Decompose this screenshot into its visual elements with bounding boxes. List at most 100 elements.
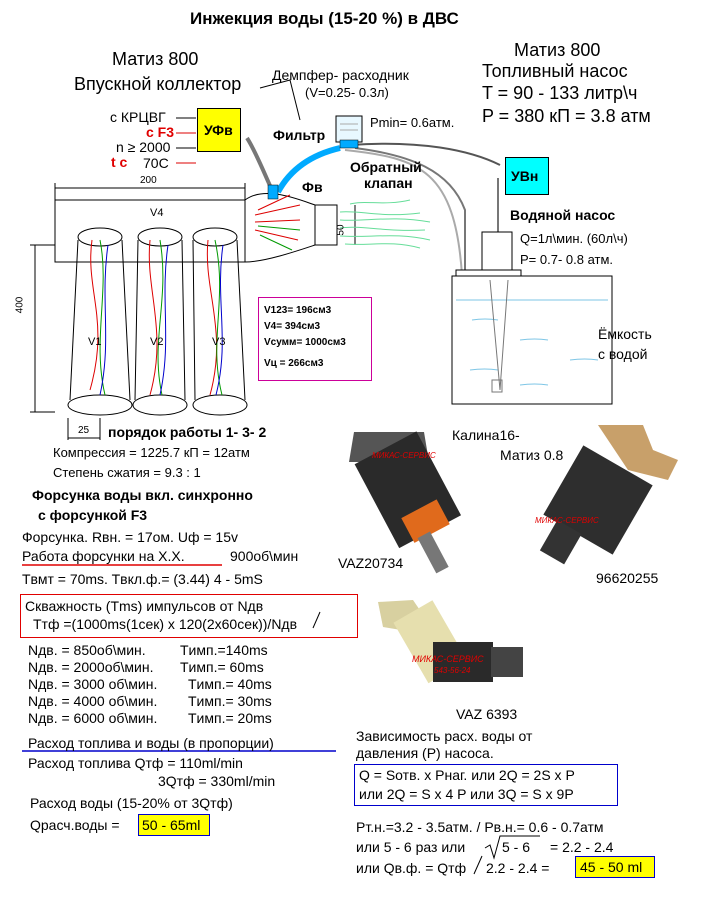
dependency-line-2: давления (P) насоса. <box>356 745 494 761</box>
result-value: 45 - 50 ml <box>580 859 643 875</box>
dependency-line-1: Зависимость расх. воды от <box>356 728 533 744</box>
rpm-row-n: Nдв. = 4000 об\мин. <box>28 693 158 709</box>
filter-label: Фильтр <box>273 127 326 143</box>
damper-volume: (V=0.25- 0.3л) <box>305 85 389 100</box>
pmin-label: Pmin= 0.6атм. <box>370 115 455 130</box>
check-valve-label-1: Обратный <box>350 159 422 175</box>
firing-order: порядок работы 1- 3- 2 <box>108 424 267 440</box>
left-header-2: Впускной коллектор <box>74 74 242 94</box>
vaz6393-label: VAZ 6393 <box>456 706 518 722</box>
compression-ratio: Степень сжатия = 9.3 : 1 <box>53 465 201 480</box>
pump-pressure: P= 0.7- 0.8 атм. <box>520 252 614 267</box>
uvn-block: УВн <box>505 157 549 195</box>
rpm-row-t: Tимп.=140ms <box>180 642 268 658</box>
dim-50: 50 <box>335 224 347 236</box>
label-v2: V2 <box>150 336 164 348</box>
injector-vaz20734-image <box>349 431 462 574</box>
water-calc-label: Qрасч.воды = <box>30 817 120 833</box>
sqrt-sign <box>484 835 540 860</box>
ufv-label: УФв <box>204 122 233 138</box>
water-pump <box>455 231 522 277</box>
right-header-3: T = 90 - 133 литр\ч <box>482 83 638 103</box>
injector-96620255-image <box>539 425 678 565</box>
label-v4: V4 <box>150 207 164 219</box>
rpm-row-n: Nдв. = 850об\мин. <box>28 642 146 658</box>
watermark-phone: 543-56-24 <box>434 666 471 675</box>
pressure-line-3a: или Qв.ф. = Qтф <box>356 860 467 876</box>
pressure-line-2a: или 5 - 6 раз или <box>356 839 466 855</box>
damper-body <box>335 115 363 149</box>
fv-label: Фв <box>302 179 323 195</box>
ufv-block: УФв <box>197 108 241 152</box>
formula-1: Q = Sотв. х Pнаг. или 2Q = 2S х P <box>359 767 575 783</box>
watermark-2: МИКАС-СЕРВИС <box>535 516 599 525</box>
input-temp: 70С <box>143 155 169 171</box>
volume-vsum: Vсумм= 1000см3 <box>264 337 346 348</box>
fuel-consumption-1: Расход топлива Qтф = 110ml/min <box>28 755 243 771</box>
rpm-row-t: Tимп.= 60ms <box>180 659 264 675</box>
tank-label-2: с водой <box>598 346 648 362</box>
left-header-1: Матиз 800 <box>112 49 199 69</box>
compression: Компрессия = 1225.7 кП = 12атм <box>53 445 250 460</box>
duty-box: Скважность (Tms) импульсов от Nдв Tтф =(… <box>20 594 358 638</box>
watermark-3: МИКАС-СЕРВИС <box>412 654 484 664</box>
formula-box: Q = Sотв. х Pнаг. или 2Q = 2S х P или 2Q… <box>354 764 618 806</box>
dim-200: 200 <box>140 175 157 186</box>
label-v1: V1 <box>88 336 102 348</box>
right-header-4: P = 380 кП = 3.8 атм <box>482 106 651 126</box>
rpm-row-t: Tимп.= 20ms <box>188 710 272 726</box>
check-valve-label-2: клапан <box>364 175 413 191</box>
tank-label-1: Ёмкость <box>598 326 652 342</box>
pressure-line-2c: = 2.2 - 2.4 <box>550 839 614 855</box>
duty-line-2: Tтф =(1000ms(1сек) х 120(2х60сек))/Nдв <box>33 616 298 632</box>
intake-manifold <box>30 183 356 440</box>
formula-2: или 2Q = S х 4 P или 3Q = S х 9P <box>359 786 574 802</box>
rpm-table: Nдв. = 850об\мин. Tимп.=140ms Nдв. = 200… <box>28 643 328 733</box>
kalina-label: Калина16- <box>452 427 520 443</box>
fv-nozzle <box>267 184 279 200</box>
sync-line-1: Форсунка воды вкл. синхронно <box>32 487 253 503</box>
injector-spec-3: Tвмт = 70ms. Tвкл.ф.= (3.44) 4 - 5mS <box>22 571 263 587</box>
water-calc-value: 50 - 65ml <box>142 817 201 833</box>
injector-spec-1: Форсунка. Rвн. = 17ом. Uф = 15v <box>22 529 238 545</box>
matiz-injector-label: Матиз 0.8 <box>500 447 564 463</box>
rpm-row-n: Nдв. = 2000об\мин. <box>28 659 154 675</box>
volume-v4: V4= 394см3 <box>264 321 321 332</box>
input-rpm: n ≥ 2000 <box>116 139 171 155</box>
input-arrows <box>176 117 196 164</box>
input-cf3: с F3 <box>146 124 175 140</box>
injector-vaz6393-image <box>378 600 523 684</box>
flow-lines <box>89 194 301 396</box>
idle-value: 900об\мин <box>230 548 299 564</box>
pipes <box>245 79 501 276</box>
water-calc-box: 50 - 65ml <box>138 814 210 836</box>
volume-vc: Vц = 266см3 <box>264 358 324 369</box>
duty-line-1: Скважность (Tms) импульсов от Nдв <box>25 598 264 614</box>
input-tc: t c <box>111 154 128 170</box>
sync-line-2: с форсункой F3 <box>38 507 148 523</box>
rpm-row-n: Nдв. = 3000 об\мин. <box>28 676 158 692</box>
fuel-consumption-2: 3Qтф = 330ml/min <box>158 773 276 789</box>
pressure-line-1: Pт.н.=3.2 - 3.5атм. / Pв.н.= 0.6 - 0.7ат… <box>356 819 604 835</box>
pump-flow: Q=1л\мин. (60л\ч) <box>520 231 628 246</box>
watermark-1: МИКАС-СЕРВИС <box>372 451 436 460</box>
dim-25: 25 <box>78 425 90 436</box>
consumption-heading: Расход топлива и воды (в пропорции) <box>28 735 274 751</box>
damper-label: Демпфер- расходник <box>272 67 409 83</box>
right-header-2: Топливный насос <box>482 61 628 81</box>
vaz20734-label: VAZ20734 <box>338 555 404 571</box>
label-v3: V3 <box>212 336 226 348</box>
water-consumption: Расход воды (15-20% от 3Qтф) <box>30 795 233 811</box>
pump-title: Водяной насос <box>510 207 616 223</box>
input-krcvg: с КРЦВГ <box>110 109 166 125</box>
slash <box>312 611 321 629</box>
rpm-row-n: Nдв. = 6000 об\мин. <box>28 710 158 726</box>
right-header-1: Матиз 800 <box>514 40 601 60</box>
page-title: Инжекция воды (15-20 %) в ДВС <box>190 9 459 28</box>
result-box: 45 - 50 ml <box>575 856 655 878</box>
rpm-row-t: Tимп.= 40ms <box>188 676 272 692</box>
dim-400: 400 <box>14 296 26 314</box>
water-tank <box>451 275 613 405</box>
pressure-line-3b: 2.2 - 2.4 = <box>486 860 550 876</box>
